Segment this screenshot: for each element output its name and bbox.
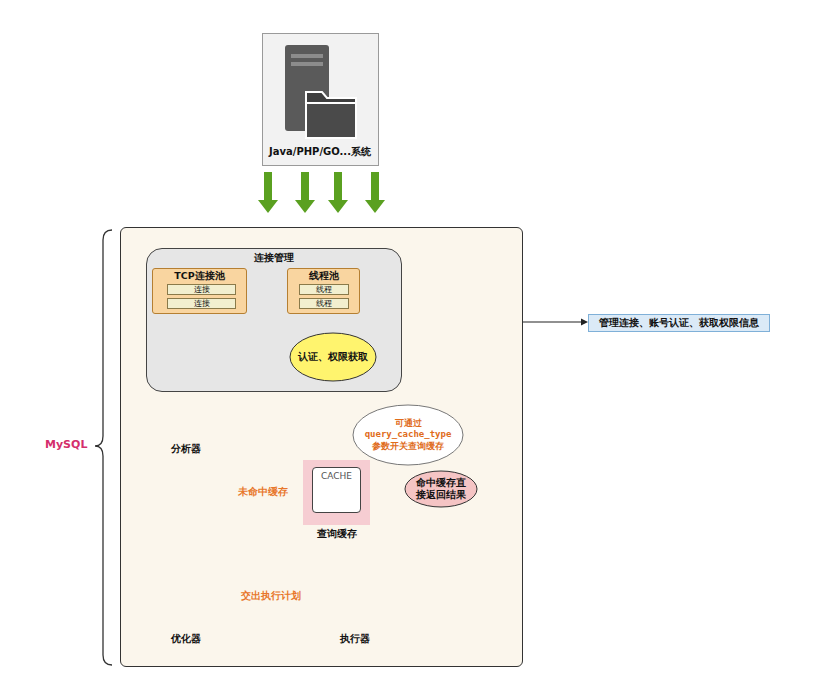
brace [95, 230, 112, 665]
edge-label: 交出执行计划 [239, 590, 303, 602]
client-system-box: Java/PHP/GO...系统 [262, 33, 378, 165]
pool-box: TCP连接池连接连接 [152, 268, 247, 314]
client-box-ground [263, 34, 379, 166]
cache-hit-ellipse: 命中缓存直接返回结果 [404, 470, 478, 508]
edge-label: 未命中缓存 [236, 486, 290, 498]
node-label: 分析器 [171, 443, 201, 455]
thread-item: 线程 [299, 298, 349, 309]
node-label: 线程 [316, 285, 332, 294]
connection-item: 连接 [167, 284, 236, 295]
thread-item: 线程 [299, 284, 349, 295]
node-label: 可通过 query_cache_type 参数开关查询缓存 [361, 418, 455, 452]
node-label: 查询缓存 [317, 528, 357, 540]
connector-line [301, 172, 309, 200]
connection-mgmt-box: 连接管理TCP连接池连接连接线程池线程线程认证、权限获取 [146, 248, 402, 392]
flow-arrow [365, 172, 385, 213]
connector-line [264, 172, 272, 200]
arrowhead [581, 319, 588, 326]
ellipse-shape [405, 471, 477, 507]
ellipse-shape [353, 405, 463, 465]
connector-line [334, 172, 342, 200]
optimizer-node: 优化器 [155, 565, 217, 645]
section-label: MySQL [45, 438, 87, 451]
node-label: 连接 [194, 299, 210, 308]
analyzer-node: 分析器 [150, 443, 222, 523]
node-label: 线程 [316, 299, 332, 308]
pool-box: 线程池线程线程 [287, 268, 360, 314]
server-icon [285, 45, 356, 138]
node-label: Java/PHP/GO...系统 [269, 146, 371, 158]
node-label: 线程池 [309, 270, 339, 281]
connector-line [371, 172, 379, 200]
fat-arrowhead [258, 200, 278, 213]
query-cache-box: CACHE查询缓存 [303, 460, 370, 525]
auth-ellipse: 认证、权限获取 [289, 332, 377, 382]
node-label: 连接 [194, 285, 210, 294]
node-label: 命中缓存直接返回结果 [414, 477, 468, 501]
node-label: 连接管理 [254, 252, 294, 264]
flow-arrow [328, 172, 348, 213]
node-label: 优化器 [171, 633, 201, 645]
ellipse-shape [290, 333, 376, 381]
flow-arrow [295, 172, 315, 213]
node-label: TCP连接池 [174, 270, 224, 281]
executor-node: 执行器 [324, 565, 386, 645]
fat-arrowhead [365, 200, 385, 213]
node-label: 管理连接、账号认证、获取权限信息 [599, 317, 759, 329]
flow-arrow [258, 172, 278, 213]
fat-arrowhead [328, 200, 348, 213]
fat-arrowhead [295, 200, 315, 213]
connection-item: 连接 [167, 298, 236, 309]
mysql-server-box: MySQL连接管理TCP连接池连接连接线程池线程线程认证、权限获取分析器CACH… [120, 227, 523, 667]
callout-bubble: 可通过 query_cache_type 参数开关查询缓存 [352, 404, 464, 466]
note-box: 管理连接、账号认证、获取权限信息 [588, 314, 770, 332]
node-label: 认证、权限获取 [298, 351, 368, 363]
node-label: 执行器 [340, 633, 370, 645]
node-label: CACHE [321, 471, 352, 482]
